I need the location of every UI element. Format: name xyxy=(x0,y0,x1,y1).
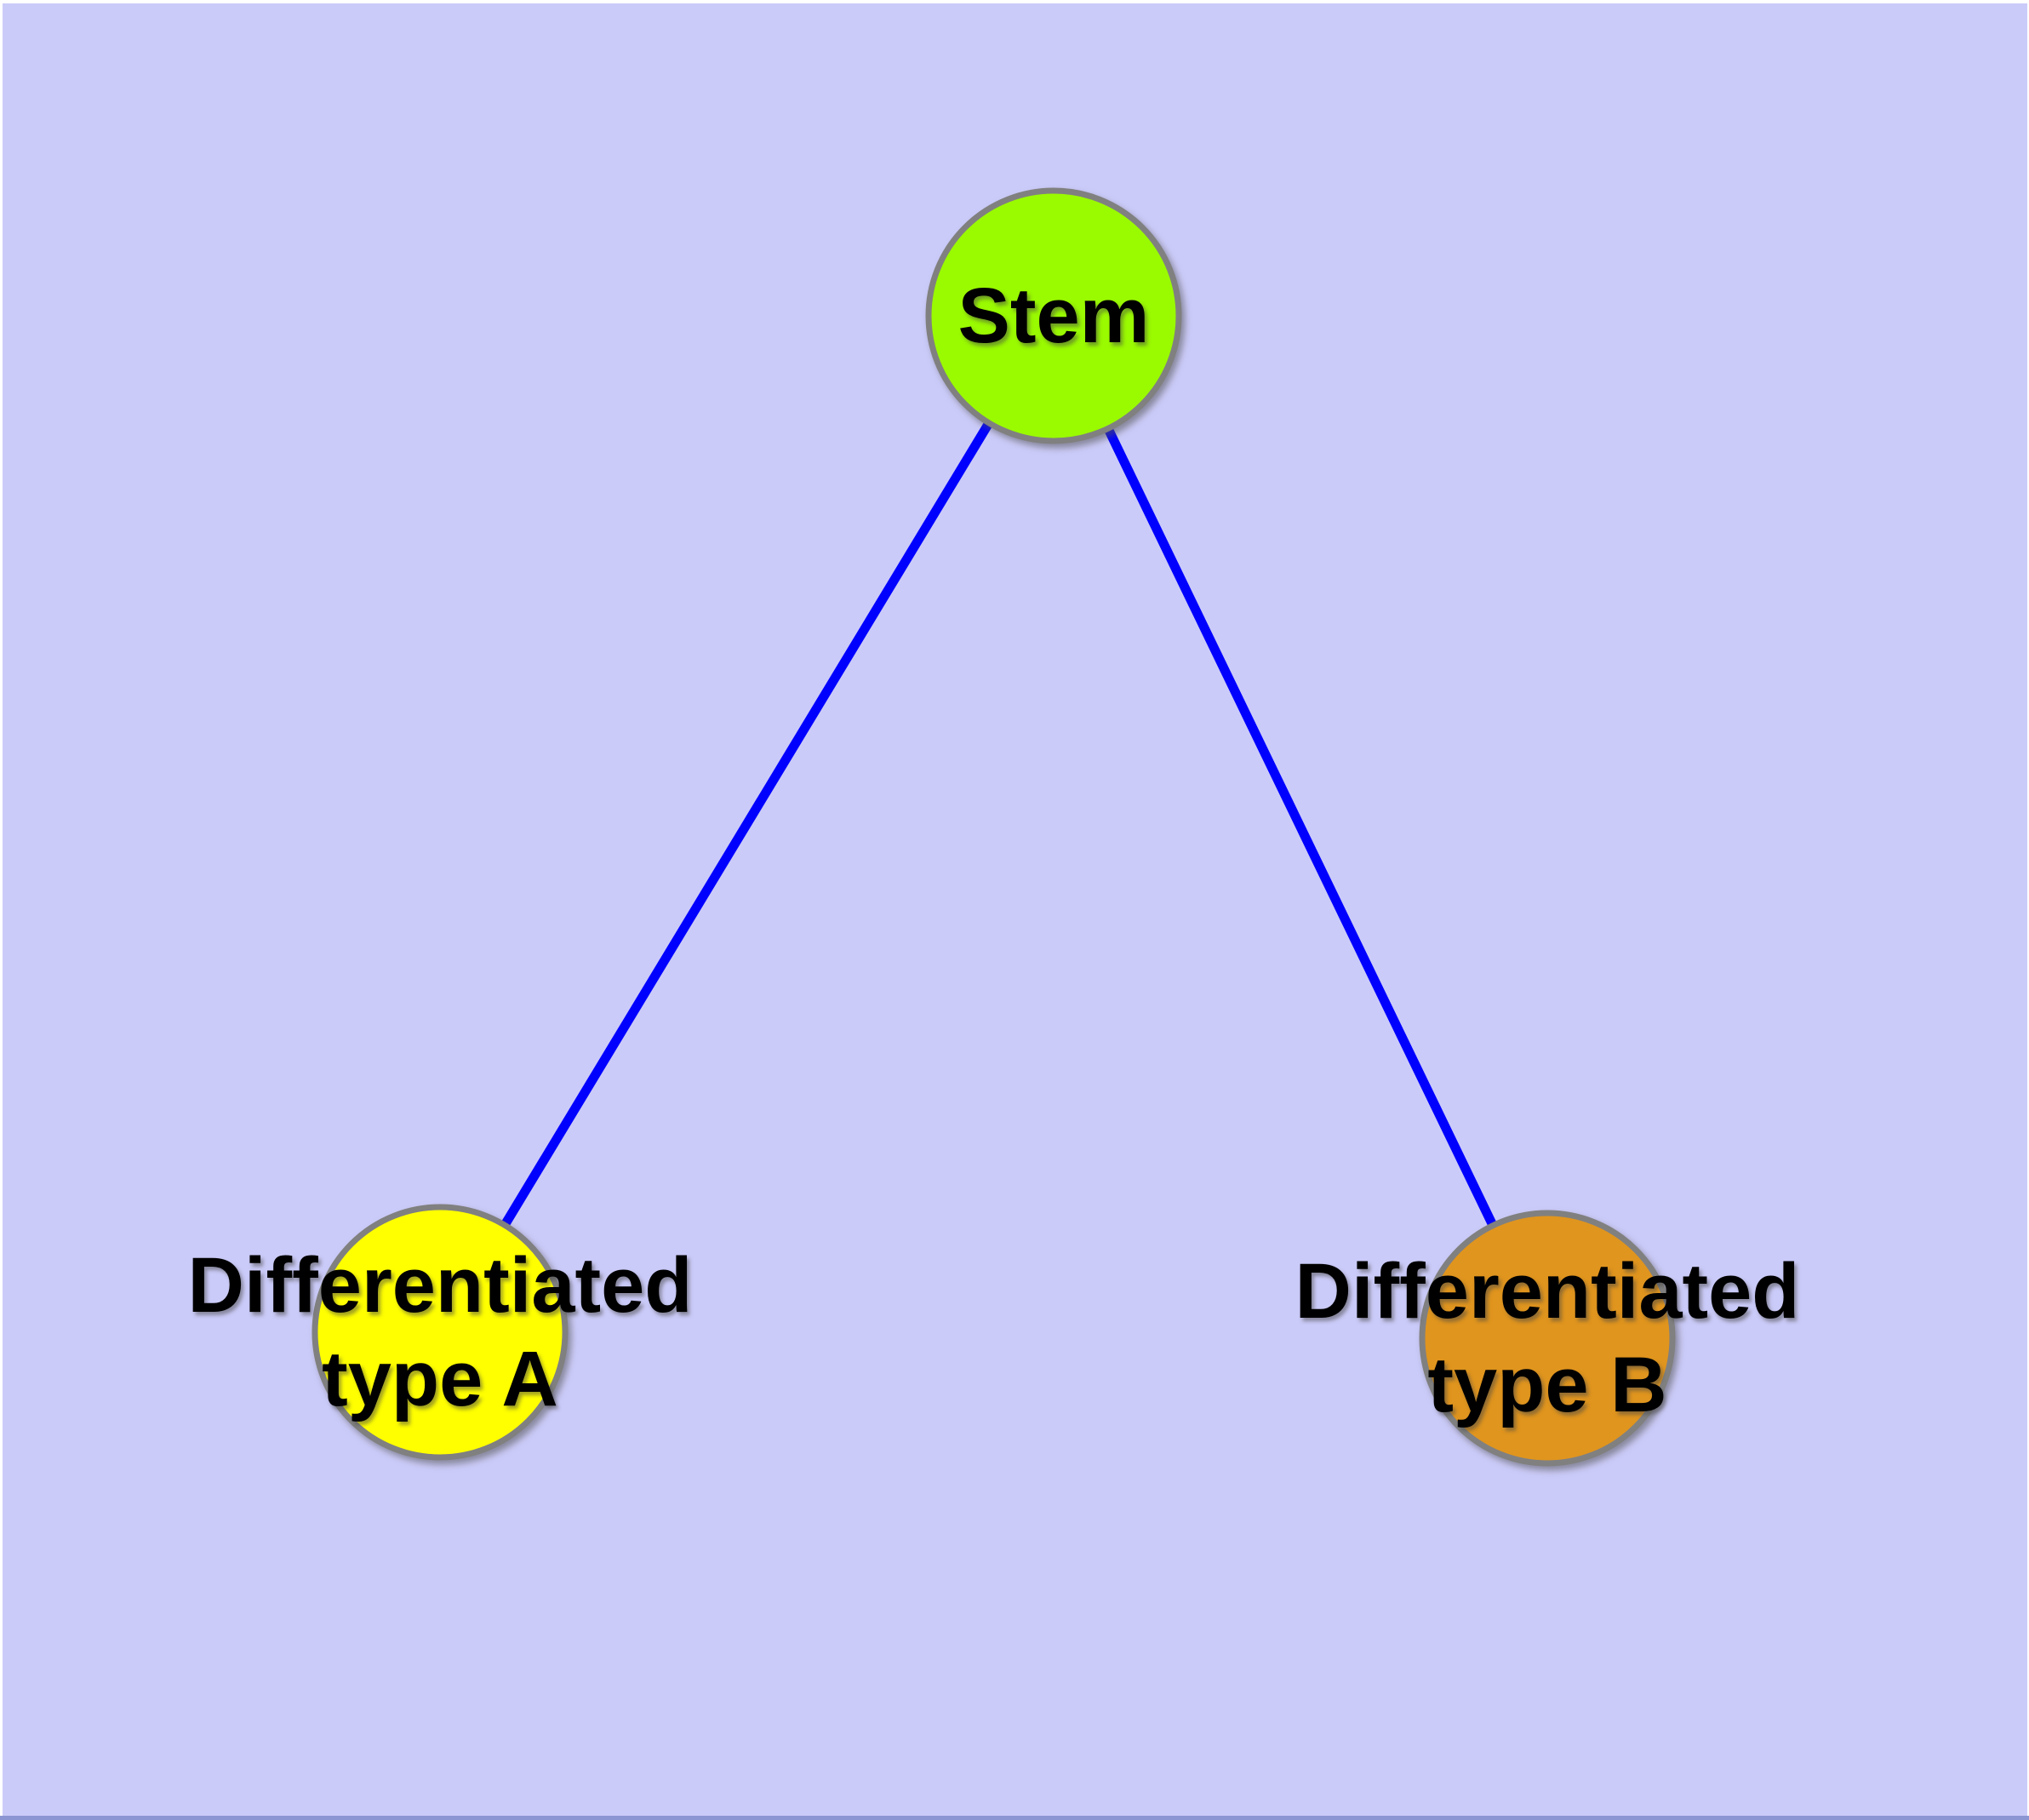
node-circle-differentiated-type-b[interactable] xyxy=(1419,1210,1676,1467)
edge-stem-to-differentiated-type-b xyxy=(1049,313,1552,1341)
node-circle-differentiated-type-a[interactable] xyxy=(311,1204,569,1461)
node-circle-stem[interactable] xyxy=(925,187,1182,444)
bottom-edge-strip xyxy=(0,1816,2029,1820)
edge-stem-to-differentiated-type-a xyxy=(436,313,1058,1335)
